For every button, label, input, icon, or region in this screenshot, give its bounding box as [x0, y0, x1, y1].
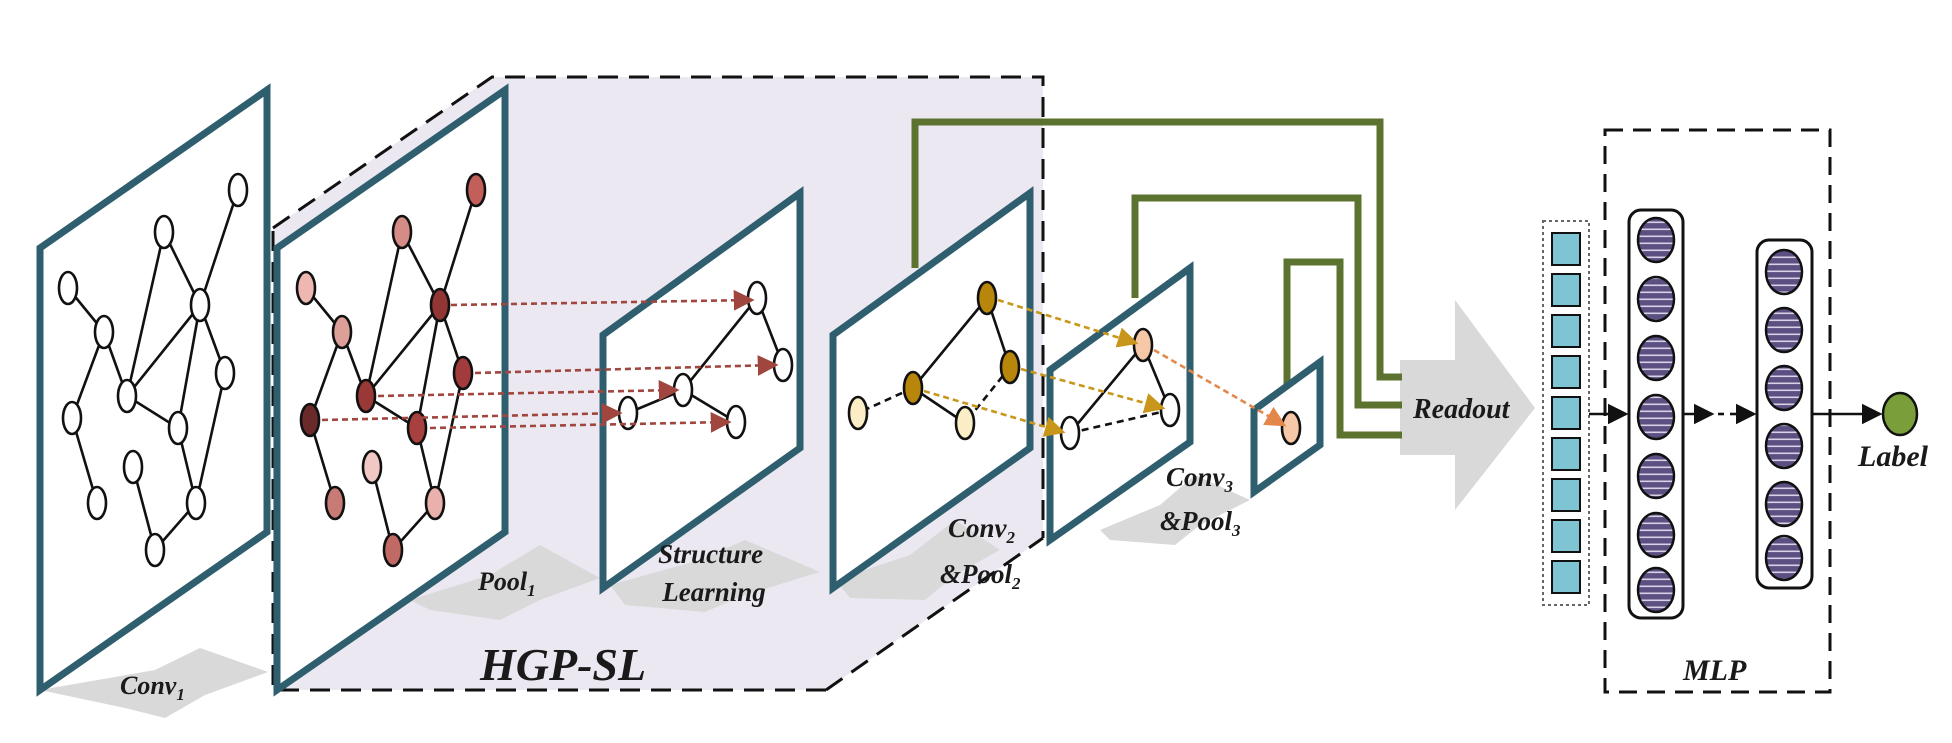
conv3-flow-arrow — [1100, 475, 1250, 545]
pool1-graph-panel — [273, 83, 509, 697]
structure-flow-arrow — [610, 540, 820, 612]
mlp-box — [1603, 128, 1832, 694]
pool1-flow-arrow — [410, 545, 600, 620]
pool3-selection-arrow — [1153, 348, 1287, 427]
label-node-icon — [1881, 391, 1919, 437]
pool3-label: &Pool3 — [1160, 506, 1241, 540]
pool2-selection-arrows — [923, 298, 1166, 437]
pool1-graph-nodes — [295, 172, 487, 568]
conv3-label: Conv3 — [1166, 462, 1234, 496]
conv2-label: Conv2 — [948, 513, 1016, 547]
mlp-label: MLP — [1682, 654, 1747, 687]
conv1-flow-arrow — [40, 648, 268, 718]
hgp-sl-label: HGP-SL — [479, 639, 646, 690]
pool3-node — [1280, 410, 1302, 446]
label-text: Label — [1857, 440, 1929, 473]
mlp-neuron-icon — [1764, 248, 1804, 582]
feature-vector-icon — [1542, 220, 1590, 606]
conv2-graph-nodes — [847, 280, 1021, 441]
mlp-layer-2 — [1755, 238, 1814, 590]
conv2-flow-arrow — [835, 520, 1000, 600]
conv1-graph-nodes — [57, 172, 249, 568]
conv1-graph-panel — [36, 83, 271, 697]
conv2-graph-panel — [829, 186, 1034, 595]
readout-big-arrow — [1400, 300, 1535, 510]
pool1-label: Pool1 — [477, 567, 536, 600]
readout-label: Readout — [1412, 394, 1511, 425]
mlp-layer-1 — [1627, 208, 1685, 620]
structure-learning-label: Structure Learning — [658, 539, 770, 607]
flow-arrows — [40, 300, 1535, 718]
conv3-graph-panel — [1046, 261, 1194, 547]
readout-connectors — [911, 118, 1402, 439]
mlp-neuron-icon — [1636, 216, 1676, 614]
pool1-selection-arrows — [321, 289, 779, 433]
pool2-label: &Pool2 — [940, 559, 1021, 593]
conv1-label: Conv1 — [120, 671, 185, 704]
pool3-graph-panel — [1250, 355, 1324, 499]
